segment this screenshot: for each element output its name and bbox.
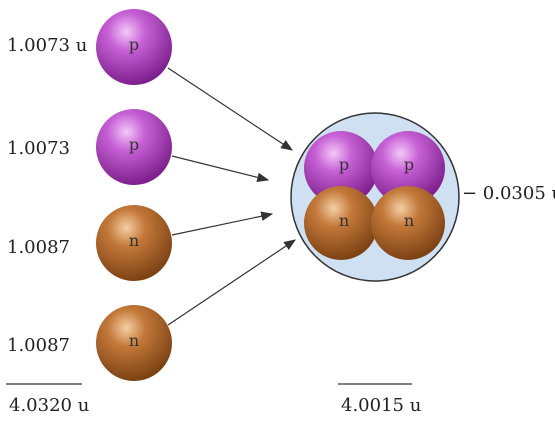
bound-neutron-2 [371, 186, 445, 260]
helium-nucleus: p p n n [290, 112, 460, 282]
free-proton-2-label: p [129, 135, 139, 154]
mass-defect-label: − 0.0305 u [462, 183, 555, 204]
free-proton-1: p [96, 9, 172, 85]
free-proton-2: p [96, 109, 172, 185]
mass-label-neutron-2: 1.0087 [7, 335, 70, 356]
bound-proton-2-label: p [404, 155, 414, 174]
arrow-2 [171, 155, 270, 183]
bound-proton-1 [304, 131, 378, 205]
bound-neutron-1-label: n [339, 211, 349, 230]
free-neutron-2-label: n [129, 331, 139, 350]
mass-label-proton-1: 1.0073 u [7, 35, 87, 56]
free-neutron-2: n [96, 305, 172, 381]
left-total-label: 4.0320 u [9, 395, 89, 416]
bound-neutron-1 [304, 186, 378, 260]
bound-neutron-2-label: n [404, 211, 414, 230]
bound-proton-2 [371, 131, 445, 205]
bound-proton-1-label: p [339, 155, 349, 174]
arrow-4 [167, 239, 296, 326]
free-neutron-1-label: n [129, 231, 139, 250]
mass-label-proton-2: 1.0073 [7, 138, 70, 159]
arrow-1 [167, 67, 294, 151]
mass-label-neutron-1: 1.0087 [7, 237, 70, 258]
free-proton-1-label: p [129, 35, 139, 54]
arrow-3 [171, 211, 274, 236]
free-neutron-1: n [96, 205, 172, 281]
nucleus-total-label: 4.0015 u [341, 395, 421, 416]
